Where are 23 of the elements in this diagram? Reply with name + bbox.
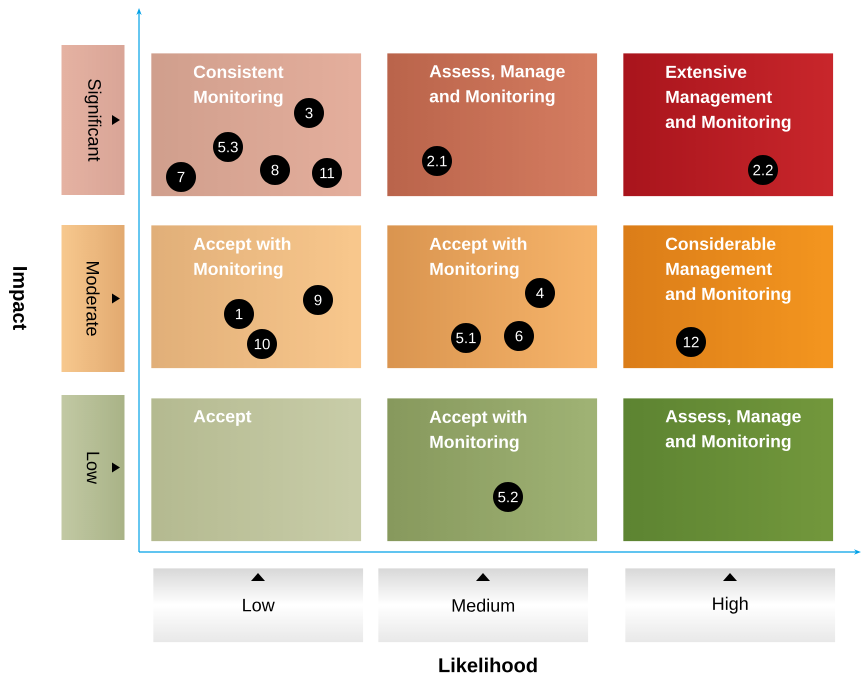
node-label: Medium — [452, 598, 514, 612]
node-label: Moderate — [86, 262, 100, 336]
impact-level-tab: Moderate — [86, 262, 120, 336]
likelihood-level-tab: Medium — [452, 573, 514, 612]
risk-cell: Consistent Monitoring — [194, 65, 284, 107]
likelihood-level-tab: High — [713, 573, 748, 614]
axis-title: Impact — [9, 267, 27, 330]
risk-cell: Accept — [194, 410, 252, 426]
likelihood-level-tab: Low — [243, 573, 275, 612]
node-label: Significant — [84, 79, 102, 162]
risk-cell: Accept with Monitoring — [430, 410, 526, 452]
axis-title: Likelihood — [439, 658, 537, 672]
risk-cell: Accept with Monitoring — [194, 237, 290, 279]
impact-level-tab: Low — [86, 452, 120, 484]
node-label: High — [713, 596, 748, 614]
impact-level-tab: Significant — [84, 79, 120, 162]
risk-cell: Extensive Management and Monitoring — [666, 65, 790, 132]
risk-cell: Accept with Monitoring — [430, 237, 526, 279]
risk-cell: Assess, Manage and Monitoring — [430, 65, 565, 106]
node-label: Low — [243, 598, 275, 612]
node-label: Low — [86, 452, 100, 484]
risk-cell: Assess, Manage and Monitoring — [666, 410, 801, 451]
risk-cell: Considerable Management and Monitoring — [666, 237, 790, 304]
